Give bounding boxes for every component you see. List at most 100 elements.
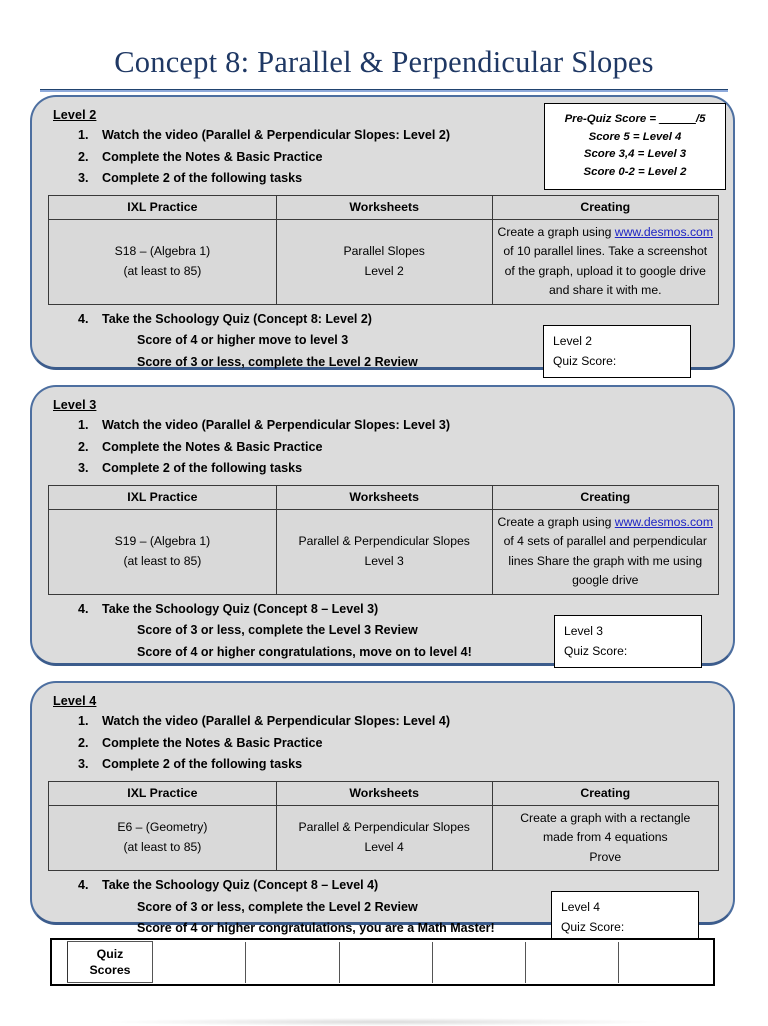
task-list-4: 1. Watch the video (Parallel & Perpendicu… — [48, 711, 719, 776]
cell-creating: Create a graph using www.desmos.com of 1… — [491, 218, 720, 305]
task-number: 3. — [78, 461, 89, 475]
page-title: Concept 8: Parallel & Perpendicular Slop… — [114, 45, 654, 79]
header-worksheets: Worksheets — [275, 484, 493, 510]
task-text: Watch the video (Parallel & Perpendicula… — [102, 128, 451, 142]
step4-sub-line-1: Score of 3 or less, complete the Level 2… — [137, 899, 418, 914]
desmos-link[interactable]: www.desmos.com — [614, 224, 713, 239]
header-ixl-practice: IXL Practice — [48, 484, 277, 510]
quiz-box-score-label[interactable]: Quiz Score: — [553, 353, 617, 368]
task-number: 3. — [78, 171, 89, 185]
task-item: 1. Watch the video (Parallel & Perpendicu… — [78, 711, 719, 733]
cell-worksheets: Parallel & Perpendicular Slopes Level 3 — [275, 508, 493, 595]
step4-number: 4. — [78, 878, 89, 892]
creating-detail: of 10 parallel lines. Take a screenshot … — [503, 244, 708, 297]
quiz-scores-strip: Quiz Scores — [50, 938, 715, 986]
quiz-score-cell[interactable] — [524, 941, 620, 983]
quiz-score-box-level-3: Level 3 Quiz Score: — [554, 614, 702, 668]
ixl-threshold: (at least to 85) — [123, 263, 202, 278]
worksheet-level: Level 4 — [364, 839, 404, 854]
step4-sub-line-1: Score of 3 or less, complete the Level 3… — [137, 623, 418, 637]
level-heading-2: Level 2 — [53, 108, 97, 122]
task-number: 3. — [78, 757, 89, 771]
table-header-row: IXL Practice Worksheets Creating — [48, 194, 720, 220]
prequiz-line-1: Pre-Quiz Score = _____/5 — [551, 111, 719, 129]
task-text: Complete the Notes & Basic Practice — [102, 439, 323, 454]
quiz-box-score-label[interactable]: Quiz Score: — [561, 920, 625, 934]
task-table-level-3: IXL Practice Worksheets Creating S19 – (… — [48, 484, 720, 595]
step4-text: Take the Schoology Quiz (Concept 8: Leve… — [102, 311, 372, 326]
prequiz-line-2: Score 5 = Level 4 — [588, 130, 682, 143]
page-bottom-shadow — [110, 1018, 658, 1026]
header-creating: Creating — [491, 780, 720, 806]
step4-line: 4. Take the Schoology Quiz (Concept 8 – L… — [78, 875, 719, 897]
step4-line: 4. Take the Schoology Quiz (Concept 8: Le… — [78, 309, 719, 331]
quiz-scores-label: Quiz Scores — [67, 941, 153, 983]
task-number: 2. — [78, 439, 89, 454]
task-text: Watch the video (Parallel & Perpendicula… — [102, 418, 451, 432]
task-item: 3. Complete 2 of the following tasks — [78, 754, 719, 776]
prequiz-denominator: /5 — [695, 113, 706, 125]
table-row: S19 – (Algebra 1) (at least to 85) Paral… — [48, 508, 720, 595]
quiz-score-cell[interactable] — [618, 941, 712, 983]
task-text: Watch the video (Parallel & Perpendicula… — [102, 714, 451, 728]
quiz-score-cell[interactable] — [431, 941, 527, 983]
task-item: 3. Complete 2 of the following tasks — [78, 168, 719, 190]
prequiz-line-4: Score 0-2 = Level 2 — [583, 165, 687, 178]
quiz-box-score-label[interactable]: Quiz Score: — [564, 643, 628, 658]
task-text: Complete 2 of the following tasks — [102, 757, 303, 771]
cell-worksheets: Parallel & Perpendicular Slopes Level 4 — [275, 804, 493, 871]
step4-sub-line-2: Score of 4 or higher congratulations, mo… — [137, 644, 472, 659]
step4-block-level-3: 4.Take the Schoology Quiz (Concept 8 – L… — [48, 595, 719, 668]
prequiz-label: Pre-Quiz Score = — [564, 113, 660, 125]
ixl-code: S19 – (Algebra 1) — [114, 534, 211, 548]
ixl-code: E6 – (Geometry) — [117, 820, 208, 835]
task-text: Complete the Notes & Basic Practice — [102, 735, 323, 750]
scores-left-margin — [53, 942, 68, 983]
creating-intro: Create a graph using — [497, 224, 612, 239]
prequiz-blank[interactable]: _____ — [659, 113, 696, 125]
task-item: 3.Complete 2 of the following tasks — [78, 458, 719, 480]
level-panel-2: Pre-Quiz Score = _____/5 Score 5 = Level… — [30, 95, 735, 378]
quiz-box-level-label: Level 3 — [564, 623, 603, 638]
task-number: 1. — [78, 714, 89, 728]
worksheet-level: Level 2 — [364, 263, 404, 278]
task-item: 2.Complete the Notes & Basic Practice — [78, 147, 719, 169]
quiz-score-cell[interactable] — [151, 941, 247, 983]
ixl-code: S18 – (Algebra 1) — [114, 244, 211, 258]
table-header-row: IXL Practice Worksheets Creating — [48, 780, 720, 806]
quiz-score-box-level-2: Level 2 Quiz Score: — [543, 324, 691, 378]
quiz-box-level-label: Level 2 — [553, 333, 592, 348]
ixl-threshold: (at least to 85) — [123, 553, 202, 568]
level-panel-3: Level 3 1.Watch the video (Parallel & Pe… — [30, 385, 735, 668]
level-panel-4: Level 4 1. Watch the video (Parallel & Pe… — [30, 681, 735, 944]
cell-creating: Create a graph using www.desmos.com of 4… — [491, 508, 720, 595]
desmos-link[interactable]: www.desmos.com — [614, 514, 713, 529]
step4-line: 4.Take the Schoology Quiz (Concept 8 – L… — [78, 599, 719, 621]
level-heading-3: Level 3 — [53, 398, 97, 412]
step4-number: 4. — [78, 601, 89, 616]
creating-detail: of 4 sets of parallel and perpendicular … — [503, 534, 707, 587]
worksheet-name: Parallel Slopes — [343, 244, 425, 258]
cell-ixl-practice: E6 – (Geometry) (at least to 85) — [48, 804, 277, 871]
header-worksheets: Worksheets — [275, 194, 493, 220]
quiz-score-box-level-4: Level 4 Quiz Score: — [551, 891, 699, 944]
header-creating: Creating — [491, 484, 720, 510]
task-item: 1.Watch the video (Parallel & Perpendicu… — [78, 125, 719, 147]
task-item: 1.Watch the video (Parallel & Perpendicu… — [78, 415, 719, 437]
title-divider — [40, 89, 728, 93]
task-number: 2. — [78, 149, 89, 164]
step4-number: 4. — [78, 311, 89, 326]
task-table-level-4: IXL Practice Worksheets Creating E6 – (G… — [48, 780, 720, 872]
task-item: 2. Complete the Notes & Basic Practice — [78, 437, 719, 459]
cell-ixl-practice: S18 – (Algebra 1) (at least to 85) — [48, 218, 277, 305]
creating-line-1: Create a graph with a rectangle — [520, 810, 691, 825]
task-item: 2.Complete the Notes & Basic Practice — [78, 733, 719, 755]
cell-ixl-practice: S19 – (Algebra 1) (at least to 85) — [48, 508, 277, 595]
quiz-score-cell[interactable] — [245, 941, 340, 983]
step4-block-level-4: 4. Take the Schoology Quiz (Concept 8 – L… — [48, 871, 719, 944]
task-list-3: 1.Watch the video (Parallel & Perpendicu… — [48, 415, 719, 480]
quiz-score-cell[interactable] — [338, 941, 433, 983]
quiz-scores-label-line-2: Scores — [89, 963, 131, 977]
step4-text: Take the Schoology Quiz (Concept 8 – Lev… — [102, 878, 379, 892]
task-text: Complete 2 of the following tasks — [102, 171, 303, 185]
